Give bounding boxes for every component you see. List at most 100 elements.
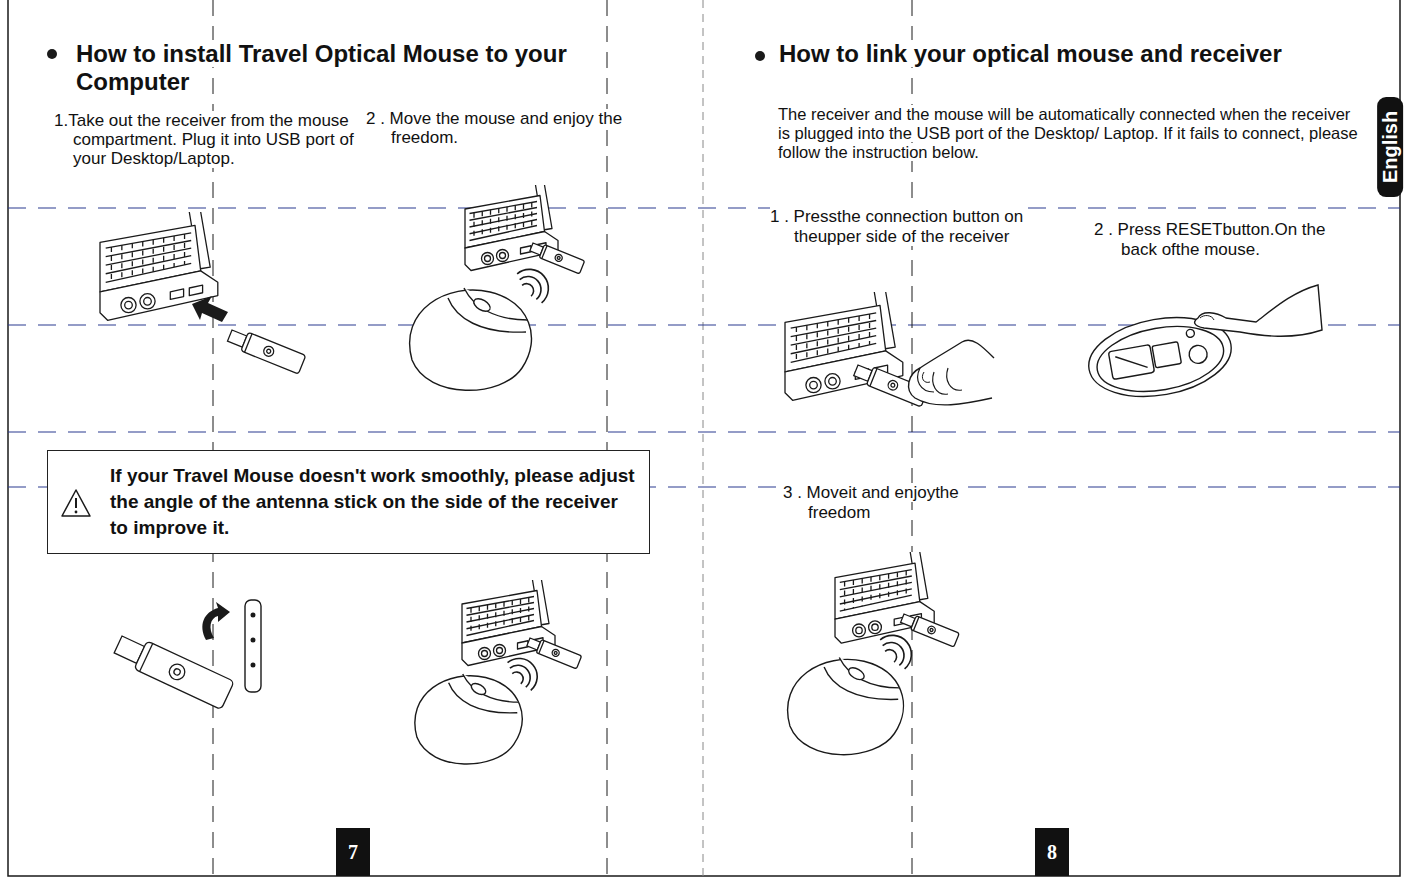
port xyxy=(500,253,506,259)
usb-receiver xyxy=(900,611,960,647)
step-text: 1.Take out the receiver from the mouse c… xyxy=(54,111,354,168)
receiver-edge xyxy=(542,246,547,259)
page-number: 7 xyxy=(348,841,358,864)
keyboard-row xyxy=(467,597,535,609)
keyboard-key xyxy=(879,575,880,602)
warning-triangle xyxy=(62,490,90,516)
cut-guide xyxy=(8,207,1400,208)
port xyxy=(810,381,818,389)
keyboard-key xyxy=(520,599,521,624)
keyboard-key xyxy=(495,603,496,629)
receiver-edge xyxy=(913,617,919,631)
antenna-hole xyxy=(251,663,256,668)
step-text: 2 . Move the mouse and enjoy the freedom… xyxy=(366,109,622,147)
connect-button xyxy=(167,662,188,683)
section-heading: How to link your optical mouse and recei… xyxy=(779,40,1282,67)
antenna-hole xyxy=(251,638,256,643)
section-heading: How to install Travel Optical Mouse to y… xyxy=(76,40,567,95)
port xyxy=(829,378,837,386)
connect-button xyxy=(554,651,558,655)
warning-mark xyxy=(75,498,77,508)
signal-wave xyxy=(522,281,536,296)
keyboard-row xyxy=(106,248,192,265)
keyboard-row xyxy=(106,256,192,274)
step-text-block: 2 . Press RESETbutton.On the back ofthe … xyxy=(1094,220,1359,260)
signal-wave xyxy=(880,628,919,669)
section-heading-block: How to link your optical mouse and recei… xyxy=(779,40,1379,68)
hand-outline xyxy=(1195,285,1322,336)
keyboard-key xyxy=(490,210,491,236)
finger-line xyxy=(918,368,962,394)
keyboard-row xyxy=(106,241,192,257)
usb-slot xyxy=(521,246,532,254)
keyboard-row xyxy=(106,233,192,248)
port xyxy=(494,645,506,657)
port xyxy=(479,648,491,660)
keyboard-row xyxy=(467,615,535,629)
cut-guide xyxy=(8,431,1400,432)
keyboard-key xyxy=(531,202,532,226)
port xyxy=(125,301,133,309)
hand-illustration xyxy=(909,340,994,405)
scroll-wheel xyxy=(470,681,488,697)
keyboard-key xyxy=(853,580,854,608)
mouse-bottom-rim xyxy=(1092,317,1229,400)
step-text: 1 . Pressthe connection button on theupp… xyxy=(770,207,1023,246)
keyboard-row xyxy=(791,313,877,328)
cut-guide xyxy=(607,0,608,876)
mouse-body xyxy=(788,659,904,754)
keyboard-key xyxy=(503,602,504,627)
usb-receiver xyxy=(112,630,235,709)
keyboard-key xyxy=(817,323,818,356)
section-heading-block: How to install Travel Optical Mouse to y… xyxy=(76,40,686,96)
keyboard-key xyxy=(111,247,112,281)
usb-receiver xyxy=(526,635,582,668)
keyboard-key xyxy=(838,320,839,352)
port xyxy=(121,298,136,313)
keyboard-key xyxy=(862,578,863,606)
language-tab: English xyxy=(1377,97,1403,197)
usb-slot xyxy=(170,289,183,299)
keyboard-row xyxy=(840,570,912,583)
antenna-stick xyxy=(245,600,261,692)
keyboard-key xyxy=(506,207,507,232)
port xyxy=(497,250,509,262)
receiver-edge xyxy=(245,334,252,353)
usb-slot xyxy=(189,285,202,295)
mouse-body xyxy=(410,290,532,390)
intro-text: The receiver and the mouse will be autom… xyxy=(778,105,1358,161)
port xyxy=(872,624,878,630)
keyboard-key xyxy=(163,238,164,270)
battery-line xyxy=(1115,352,1147,373)
keyboard-key xyxy=(827,322,828,355)
step-text: 2 . Press RESETbutton.On the back ofthe … xyxy=(1094,220,1326,259)
keyboard-key xyxy=(487,605,488,631)
keyboard-row xyxy=(467,603,535,616)
keyboard-key xyxy=(888,574,889,601)
keyboard-row xyxy=(470,202,538,214)
finger-nail xyxy=(1200,316,1214,320)
usb-slot xyxy=(518,641,529,649)
connect-button xyxy=(554,253,563,262)
keyboard-key xyxy=(515,205,516,230)
receiver-body xyxy=(241,332,306,374)
keyboard-key xyxy=(482,211,483,237)
keyboard-key xyxy=(806,325,807,358)
port xyxy=(825,374,840,389)
signal-waves xyxy=(877,628,919,672)
keyboard-key xyxy=(121,245,122,278)
scroll-wheel xyxy=(847,665,867,682)
port xyxy=(806,378,821,393)
connect-button xyxy=(887,379,899,391)
mouse-body xyxy=(415,676,522,764)
heading-bullet xyxy=(755,51,765,61)
keyboard-key xyxy=(869,314,870,345)
signal-wave xyxy=(517,262,556,303)
finger-nail xyxy=(922,372,930,382)
connect-button xyxy=(890,383,895,388)
keyboard-key xyxy=(132,243,133,276)
keyboard-row xyxy=(791,336,877,354)
port xyxy=(497,648,503,654)
keyboard-row xyxy=(467,609,535,623)
